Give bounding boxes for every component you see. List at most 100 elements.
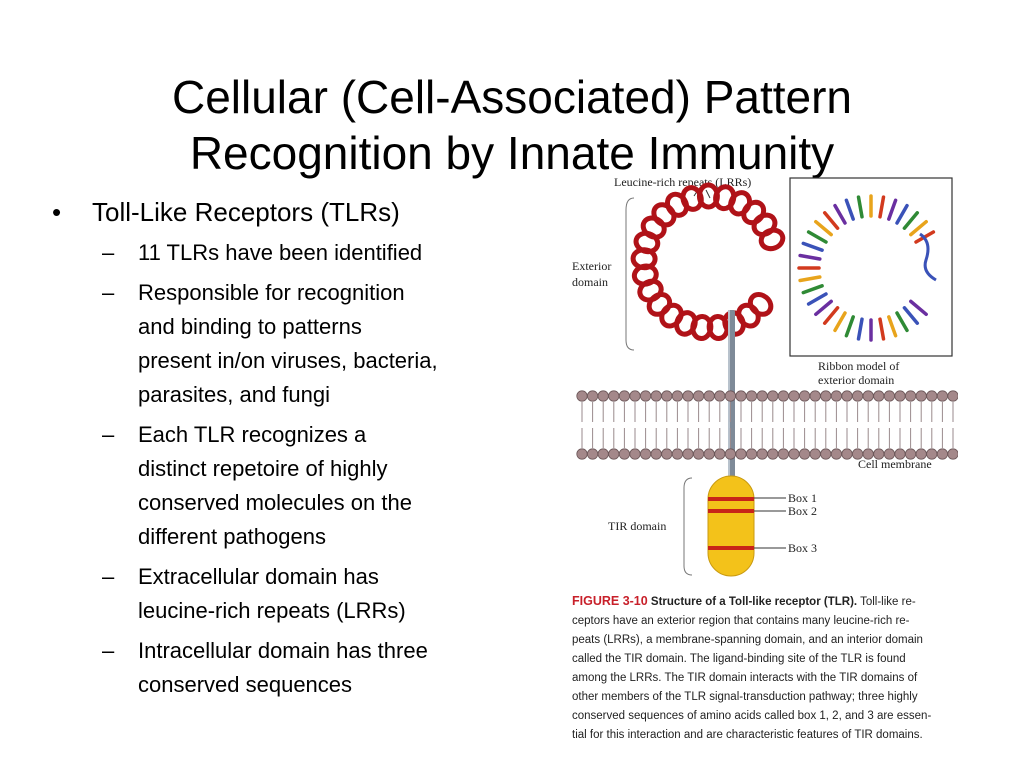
ribbon-strand bbox=[902, 306, 920, 325]
lrr-pointer bbox=[705, 189, 711, 199]
lipid-head bbox=[640, 390, 652, 402]
ribbon-strand bbox=[878, 317, 886, 341]
lipid-head bbox=[650, 390, 662, 402]
ribbon-strand bbox=[856, 317, 864, 341]
ribbon-strand bbox=[801, 284, 824, 295]
lipid-head bbox=[936, 448, 948, 460]
exterior-label-2: domain bbox=[572, 275, 608, 289]
lipid-head bbox=[809, 390, 821, 402]
ribbon-strand bbox=[887, 315, 898, 338]
ribbon-strand bbox=[844, 315, 855, 338]
ribbon-strand bbox=[895, 203, 909, 225]
lrr-coil bbox=[630, 182, 786, 341]
caption-line: Toll-like re- bbox=[860, 596, 916, 608]
lipid-head bbox=[777, 390, 789, 402]
ribbon-strand bbox=[822, 306, 840, 325]
sub-bullet-3: – Each TLR recognizes a distinct repetoi… bbox=[52, 418, 532, 554]
lipid-head bbox=[746, 390, 758, 402]
caption-line: other members of the TLR signal-transduc… bbox=[572, 691, 918, 703]
lipid-head bbox=[862, 390, 874, 402]
lipid-head bbox=[671, 390, 684, 402]
lipid-head bbox=[947, 448, 958, 460]
sub-bullet-4: – Extracellular domain has leucine-rich … bbox=[52, 560, 532, 628]
lipid-head bbox=[799, 448, 811, 460]
lipid-head bbox=[618, 448, 631, 460]
lipid-head bbox=[714, 390, 726, 402]
lipid-head bbox=[735, 390, 747, 402]
lipid-head bbox=[597, 390, 609, 402]
bullet-marker: • bbox=[52, 197, 62, 227]
sub-bullet-line: leucine-rich repeats (LRRs) bbox=[138, 598, 406, 623]
caption-line: called the TIR domain. The ligand-bindin… bbox=[572, 653, 906, 665]
title-line-1: Cellular (Cell-Associated) Pattern bbox=[171, 70, 853, 123]
ribbon-strand bbox=[844, 198, 855, 221]
box-3-band bbox=[708, 546, 754, 550]
dash-marker: – bbox=[102, 564, 115, 589]
lipid-head bbox=[587, 448, 599, 460]
sub-bullet-line: Intracellular domain has three bbox=[138, 638, 428, 663]
ribbon-strand bbox=[833, 203, 847, 225]
sub-bullet-line: conserved sequences bbox=[138, 672, 353, 697]
sub-bullet-line: 11 TLRs have been identified bbox=[138, 240, 423, 265]
lipid-head bbox=[714, 448, 726, 460]
sub-bullet-line: different pathogens bbox=[138, 524, 326, 549]
ribbon-strand bbox=[822, 211, 840, 230]
ribbon-strand bbox=[856, 195, 864, 219]
sub-bullet-line: distinct repetoire of highly bbox=[138, 456, 388, 481]
lipid-head bbox=[597, 448, 609, 460]
lipid-head bbox=[756, 448, 768, 460]
lipid-head bbox=[947, 390, 958, 402]
lipid-head bbox=[640, 448, 652, 460]
tlr-structure-figure: Leucine-rich repeats (LRRs) Exterior dom… bbox=[572, 175, 958, 577]
sub-bullet-line: parasites, and fungi bbox=[138, 382, 331, 407]
figure-title: Structure of a Toll-like receptor (TLR). bbox=[650, 596, 858, 608]
ribbon-strand bbox=[833, 311, 847, 333]
lipid-head bbox=[809, 448, 821, 460]
dash-marker: – bbox=[102, 240, 115, 265]
lipid-head bbox=[799, 390, 811, 402]
ribbon-strand bbox=[902, 211, 920, 230]
lipid-head bbox=[618, 390, 631, 402]
bullet-main-text: Toll-Like Receptors (TLRs) bbox=[92, 197, 400, 227]
lipid-head bbox=[841, 390, 853, 402]
bullet-list: • Toll-Like Receptors (TLRs) – 11 TLRs h… bbox=[52, 196, 532, 708]
figure-number: FIGURE 3-10 bbox=[572, 594, 648, 608]
tir-domain bbox=[707, 475, 755, 577]
lipid-head bbox=[820, 390, 832, 402]
ribbon-strand bbox=[887, 198, 898, 221]
lipid-head bbox=[894, 390, 906, 402]
ribbon-label-1: Ribbon model of bbox=[818, 359, 899, 373]
lipid-head bbox=[693, 390, 705, 402]
cell-membrane bbox=[576, 390, 958, 460]
lipid-head bbox=[682, 390, 694, 402]
slide-title: Cellular (Cell-Associated) Pattern Recog… bbox=[40, 69, 984, 181]
sub-bullet-line: conserved molecules on the bbox=[138, 490, 412, 515]
lipid-head bbox=[777, 448, 789, 460]
lipid-head bbox=[650, 448, 662, 460]
lipid-head bbox=[724, 390, 736, 402]
lipid-head bbox=[926, 390, 938, 402]
exterior-label-1: Exterior bbox=[572, 259, 611, 273]
caption-line: among the LRRs. The TIR domain interacts… bbox=[572, 672, 918, 684]
ribbon-strand bbox=[814, 219, 833, 237]
caption-line: peats (LRRs), a membrane-spanning domain… bbox=[572, 634, 923, 646]
sub-bullet-line: Each TLR recognizes a bbox=[138, 422, 367, 447]
caption-line: tial for this interaction and are charac… bbox=[572, 729, 923, 741]
lipid-head bbox=[608, 448, 620, 460]
membrane-label: Cell membrane bbox=[858, 457, 932, 471]
ribbon-strand bbox=[895, 311, 909, 333]
box-2-band bbox=[708, 509, 754, 513]
lipid-head bbox=[576, 448, 588, 460]
sub-bullet-1: – 11 TLRs have been identified bbox=[52, 236, 532, 270]
caption-line: ceptors have an exterior region that con… bbox=[572, 615, 910, 627]
title-line-2: Recognition by Innate Immunity bbox=[189, 126, 835, 179]
lipid-head bbox=[661, 448, 673, 460]
lipid-head bbox=[756, 390, 768, 402]
ribbon-strand bbox=[814, 299, 833, 317]
ribbon-strand bbox=[798, 253, 822, 261]
ribbon-model bbox=[797, 194, 937, 342]
lrr-label: Leucine-rich repeats (LRRs) bbox=[614, 175, 751, 189]
ribbon-strand bbox=[878, 195, 886, 219]
lipid-head bbox=[841, 448, 853, 460]
caption-line: conserved sequences of amino acids calle… bbox=[572, 710, 932, 722]
